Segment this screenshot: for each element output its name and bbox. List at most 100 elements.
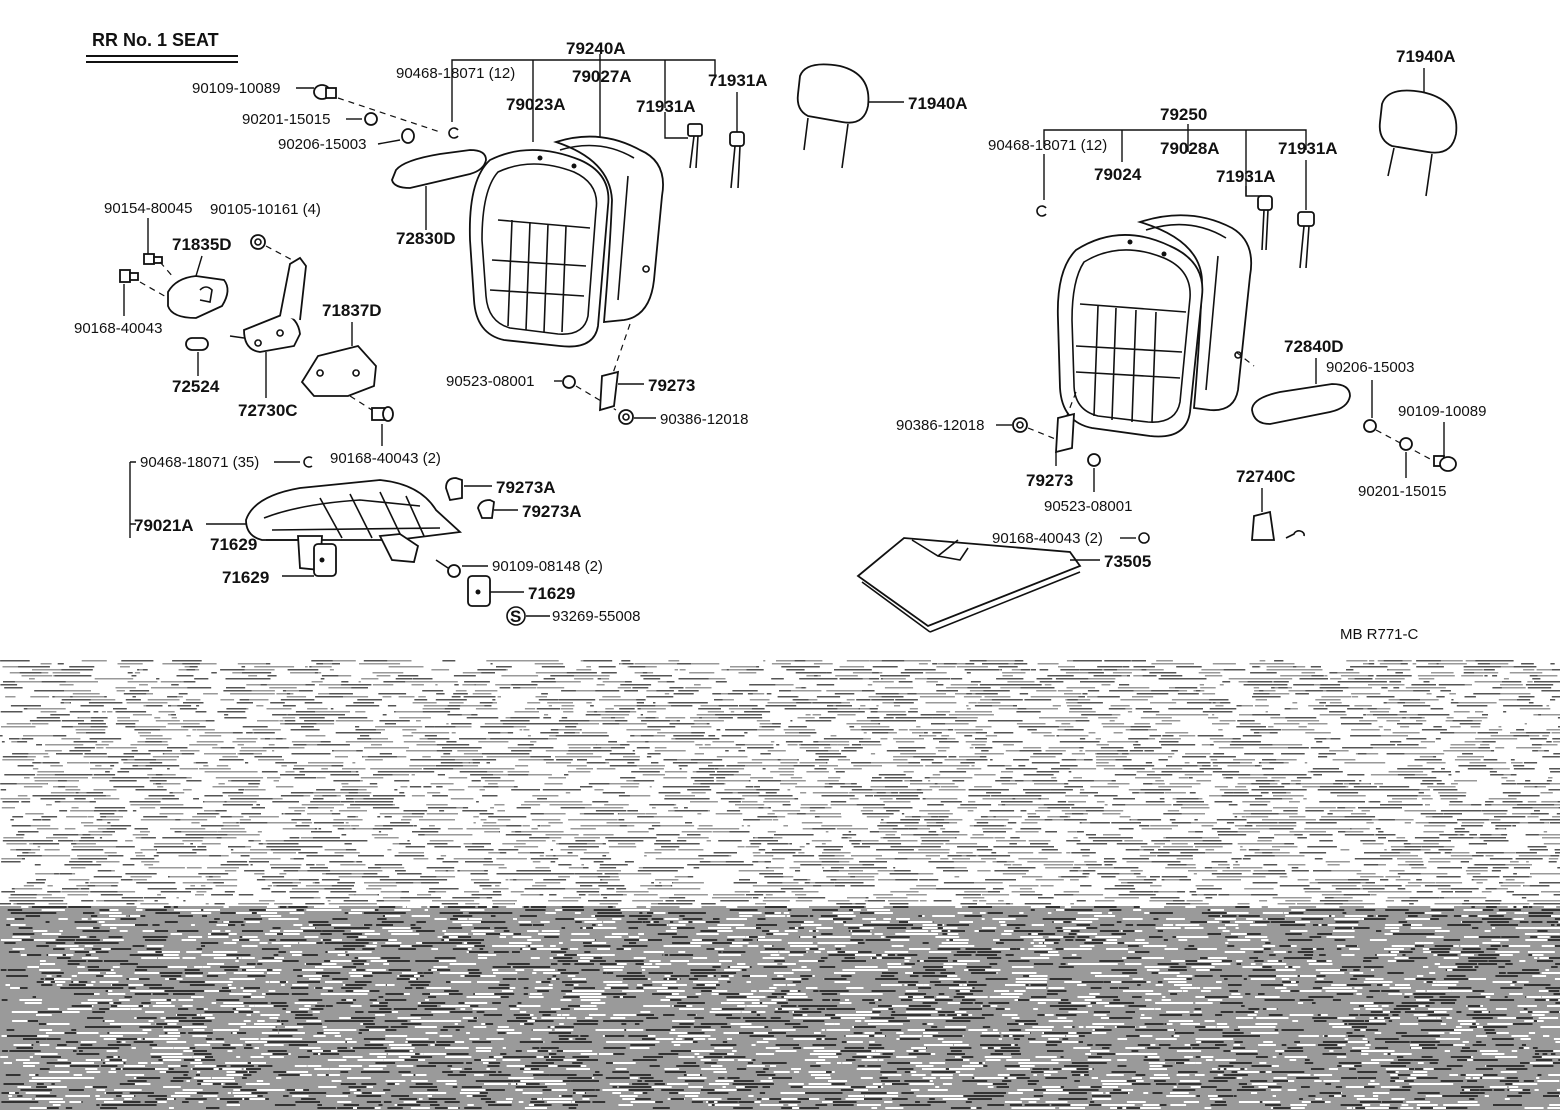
- noise-stroke: [617, 687, 632, 689]
- noise-stroke: [1176, 666, 1202, 668]
- noise-stroke: [594, 711, 597, 713]
- noise-stroke: [9, 672, 13, 674]
- noise-stroke: [893, 702, 914, 704]
- noise-stroke: [1284, 708, 1292, 710]
- noise-stroke: [1311, 675, 1324, 677]
- noise-stroke: [724, 789, 757, 791]
- noise-stroke: [664, 846, 680, 848]
- noise-stroke: [443, 753, 451, 755]
- noise-stroke: [261, 888, 271, 890]
- noise-stroke: [395, 870, 406, 872]
- noise-stroke: [843, 858, 852, 860]
- noise-stroke: [1202, 693, 1216, 695]
- noise-stroke: [916, 726, 921, 728]
- noise-stroke: [502, 843, 526, 845]
- noise-stroke: [1199, 768, 1222, 770]
- noise-stroke: [96, 861, 120, 863]
- noise-stroke: [293, 888, 325, 890]
- noise-stroke: [470, 873, 488, 875]
- noise-stroke: [473, 816, 479, 818]
- noise-stroke: [787, 789, 791, 791]
- noise-stroke: [291, 741, 321, 743]
- noise-stroke: [380, 720, 410, 722]
- noise-stroke: [1483, 840, 1509, 842]
- noise-stroke: [1262, 747, 1294, 749]
- noise-stroke: [1004, 864, 1012, 866]
- noise-stroke: [620, 684, 652, 686]
- noise-stroke: [180, 819, 208, 821]
- noise-stroke: [659, 897, 670, 899]
- noise-stroke: [869, 861, 873, 863]
- noise-stroke: [1151, 840, 1170, 842]
- seat-back-rear-detail-right: [1145, 223, 1242, 391]
- noise-stroke: [765, 897, 780, 899]
- noise-stroke: [401, 891, 409, 893]
- hinge-cover-71835D: [167, 275, 229, 319]
- noise-stroke: [204, 810, 217, 812]
- noise-stroke: [351, 825, 360, 827]
- noise-stroke: [207, 867, 220, 869]
- noise-stroke: [1485, 888, 1497, 890]
- noise-stroke: [863, 732, 867, 734]
- noise-stroke: [1202, 837, 1220, 839]
- noise-stroke: [471, 714, 478, 716]
- noise-stroke: [29, 720, 61, 722]
- noise-stroke: [130, 876, 152, 878]
- noise-stroke: [1261, 852, 1290, 854]
- noise-stroke: [197, 846, 207, 848]
- noise-stroke: [373, 885, 397, 887]
- noise-stroke: [1145, 762, 1153, 764]
- noise-stroke: [448, 789, 463, 791]
- noise-stroke: [886, 810, 900, 812]
- noise-stroke: [1395, 699, 1425, 701]
- noise-stroke: [395, 879, 404, 881]
- noise-stroke: [936, 822, 950, 824]
- noise-stroke: [813, 741, 819, 743]
- noise-stroke: [387, 660, 411, 662]
- noise-stroke: [950, 696, 955, 698]
- noise-stroke: [134, 729, 156, 731]
- noise-stroke: [1226, 822, 1235, 824]
- noise-stroke: [257, 720, 279, 722]
- noise-stroke: [1414, 795, 1431, 797]
- noise-stroke: [956, 666, 988, 668]
- noise-stroke: [180, 681, 196, 683]
- noise-stroke: [1368, 663, 1375, 665]
- noise-stroke: [819, 765, 838, 767]
- noise-stroke: [1342, 747, 1373, 749]
- noise-stroke: [1218, 834, 1247, 836]
- headrest-71940A-right: [1378, 89, 1458, 197]
- noise-stroke: [220, 864, 249, 866]
- noise-stroke: [1181, 813, 1205, 815]
- noise-stroke: [523, 729, 530, 731]
- noise-stroke: [162, 837, 192, 839]
- noise-stroke: [1395, 672, 1403, 674]
- noise-stroke: [947, 855, 969, 857]
- noise-stroke: [517, 852, 530, 854]
- noise-stroke: [1329, 810, 1346, 812]
- noise-stroke: [1538, 834, 1560, 836]
- noise-stroke: [1340, 675, 1369, 677]
- noise-stroke: [490, 663, 493, 665]
- noise-stroke: [936, 690, 958, 692]
- noise-stroke: [1205, 849, 1215, 851]
- noise-stroke: [423, 876, 456, 878]
- noise-stroke: [1171, 843, 1188, 845]
- noise-stroke: [1195, 831, 1203, 833]
- noise-stroke: [656, 690, 674, 692]
- noise-stroke: [204, 771, 234, 773]
- noise-stroke: [341, 684, 372, 686]
- noise-stroke: [215, 885, 238, 887]
- noise-stroke: [1553, 894, 1560, 896]
- noise-stroke: [95, 765, 102, 767]
- noise-stroke: [182, 882, 214, 884]
- noise-stroke: [135, 786, 143, 788]
- noise-stroke: [679, 768, 682, 770]
- noise-stroke: [1258, 837, 1275, 839]
- noise-stroke: [0, 735, 3, 737]
- noise-stroke: [783, 825, 788, 827]
- noise-stroke: [1182, 804, 1209, 806]
- noise-stroke: [411, 813, 425, 815]
- noise-stroke: [1370, 894, 1377, 896]
- noise-stroke: [770, 900, 784, 902]
